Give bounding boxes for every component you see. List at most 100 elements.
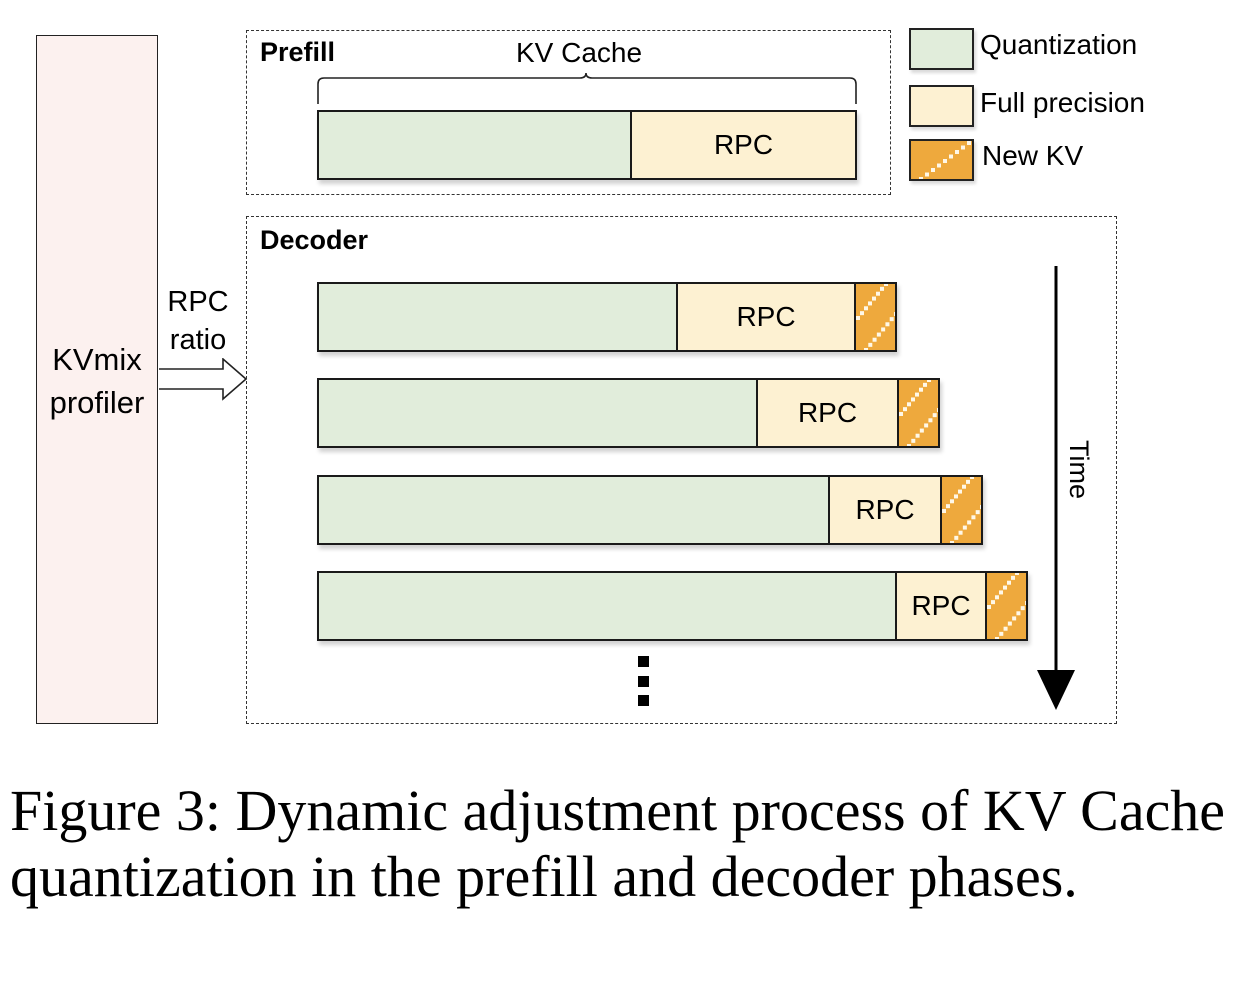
rpc-label: RPC [736,301,796,332]
new-kv-pattern-dot [943,159,947,163]
continuation-dot [638,695,649,706]
legend-label-full-precision: Full precision [980,87,1145,118]
rpc-ratio-arrow-icon [159,358,248,401]
new-kv-pattern-dot [946,504,950,509]
full-precision-segment: RPC [676,282,856,352]
new-kv-pattern-dot [876,291,880,296]
full-precision-segment: RPC [895,571,987,641]
new-kv-pattern-dot [907,402,911,407]
legend-swatch-quantization [909,28,974,70]
new-kv-pattern-dot [1012,616,1017,621]
decoder-kv-bar: RPC [317,571,1028,641]
legend-label-quantization: Quantization [980,29,1138,60]
new-kv-pattern-dot [937,163,941,168]
quantization-segment [317,378,758,448]
new-kv-pattern-dot [999,631,1004,636]
new-kv-pattern-dot [950,499,954,504]
rpc-ratio-line1: RPC [167,286,229,318]
kvmix-profiler-label: KVmix profiler [36,338,158,424]
new-kv-pattern-dot [919,428,924,433]
prefill-title: Prefill [260,37,336,67]
new-kv-pattern-dot [962,484,966,489]
new-kv-pattern-dot [975,510,980,515]
new-kv-pattern-dot [903,407,907,412]
new-kv-pattern-dot [924,423,929,428]
figure-caption: Figure 3: Dynamic adjustment process of … [10,778,1226,909]
legend-swatch-full-precision [909,85,974,127]
new-kv-segment [940,475,983,545]
new-kv-segment [985,571,1028,641]
new-kv-pattern-dot [942,509,946,513]
new-kv-pattern-dot [1016,611,1021,616]
rpc-ratio-line2: ratio [169,324,227,356]
new-kv-pattern-dot [923,382,927,387]
new-kv-pattern-dot [928,418,933,423]
new-kv-pattern-dot [999,590,1003,595]
new-kv-pattern-dot [962,525,967,530]
rpc-label: RPC [797,397,858,428]
quantization-segment [317,571,897,641]
new-kv-pattern-dot [955,150,959,154]
kv-cache-brace-icon [317,72,857,104]
new-kv-pattern-dot [864,348,868,350]
new-kv-pattern-dot [915,392,919,397]
new-kv-pattern-dot [911,397,915,402]
new-kv-pattern-icon [987,573,1026,639]
new-kv-pattern-dot [932,413,937,418]
new-kv-pattern-icon [942,477,981,543]
prefill-section [246,30,891,195]
new-kv-pattern-dot [889,317,894,322]
kv-cache-label: KV Cache [516,37,643,68]
new-kv-pattern-dot [967,141,971,145]
new-kv-segment [854,282,897,352]
new-kv-pattern-dot [1003,626,1008,631]
new-kv-pattern-icon [919,141,971,179]
new-kv-pattern-dot [880,286,884,291]
new-kv-segment [897,378,940,448]
legend-label-new-kv: New KV [982,140,1084,171]
prefill-full-precision-segment: RPC [630,110,857,180]
new-kv-pattern-dot [980,505,981,509]
new-kv-pattern-icon [856,284,895,350]
decoder-kv-bar: RPC [317,475,983,545]
new-kv-pattern-dot [967,520,972,525]
new-kv-pattern-dot [995,637,999,639]
kvmix-profiler-box [36,35,158,724]
new-kv-pattern-dot [872,337,877,342]
new-kv-pattern-dot [925,172,929,177]
new-kv-pattern-dot [954,494,958,499]
new-kv-pattern-dot [958,530,963,535]
new-kv-pattern-dot [856,316,860,320]
new-kv-pattern-dot [864,306,868,311]
continuation-dot [638,676,649,687]
rpc-label: RPC [855,494,915,525]
new-kv-pattern-dot [1025,601,1026,605]
new-kv-pattern-dot [1007,580,1011,585]
new-kv-pattern-dot [1003,585,1007,590]
new-kv-pattern-dot [970,477,974,479]
new-kv-pattern-dot [907,444,911,446]
new-kv-pattern-dot [868,301,872,306]
decoder-kv-bar: RPC [317,282,897,352]
new-kv-pattern-dot [1015,573,1019,575]
prefill-kv-bar: RPC [317,110,857,180]
rpc-label: RPC [911,590,971,621]
full-precision-segment: RPC [828,475,942,545]
new-kv-pattern-dot [971,515,976,520]
new-kv-pattern-dot [995,595,999,600]
legend-swatch-new-kv [909,139,974,181]
continuation-dot [638,656,649,667]
profiler-label-line2: profiler [49,385,145,420]
new-kv-pattern-dot [885,322,890,327]
decoder-kv-bar: RPC [317,378,940,448]
new-kv-pattern-dot [950,541,954,543]
profiler-label-line1: KVmix [52,342,142,377]
new-kv-pattern-dot [899,412,903,416]
time-label: Time [1064,440,1094,499]
new-kv-pattern-dot [966,479,970,484]
new-kv-pattern-dot [881,327,886,332]
new-kv-pattern-dot [958,489,962,494]
new-kv-pattern-dot [1011,575,1015,580]
new-kv-pattern-dot [860,311,864,316]
new-kv-pattern-dot [987,605,991,609]
